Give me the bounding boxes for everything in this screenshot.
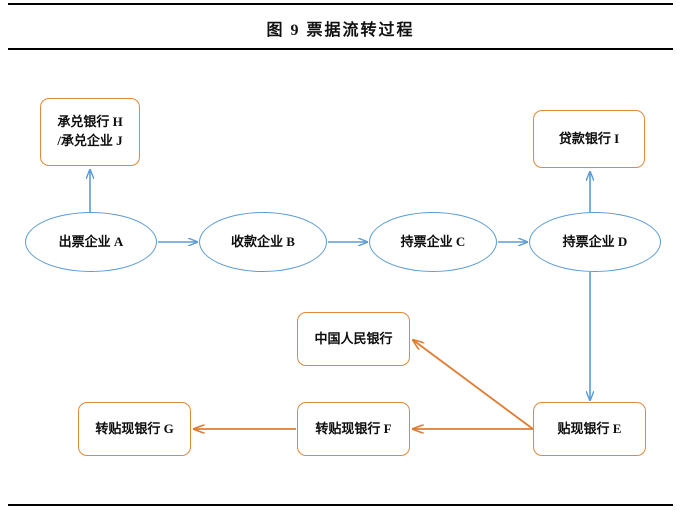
edge-e-to-pbc [413,340,534,430]
holder-enterprise-c-ellipse[interactable]: 持票企业 C [369,212,497,272]
acceptance-bank-box[interactable]: 承兑银行 H /承兑企业 J [40,98,140,166]
holder-enterprise-c-label: 持票企业 C [400,233,466,249]
title-divider-rule [8,48,673,50]
rediscount-bank-f-box[interactable]: 转贴现银行 F [297,402,410,456]
rediscount-bank-g-box[interactable]: 转贴现银行 G [78,402,191,456]
peoples-bank-of-china-label: 中国人民银行 [314,330,393,346]
loan-bank-label: 贷款银行 I [558,130,620,146]
acceptance-bank-label-line2: /承兑企业 J [57,133,123,148]
rediscount-bank-g-label: 转贴现银行 G [95,420,174,436]
discount-bank-e-label: 贴现银行 E [557,420,622,436]
discount-bank-e-box[interactable]: 贴现银行 E [533,402,646,456]
holder-enterprise-d-label: 持票企业 D [562,233,628,249]
bottom-rule [8,504,673,506]
figure-title: 图 9 票据流转过程 [266,22,415,39]
peoples-bank-of-china-box[interactable]: 中国人民银行 [297,312,410,366]
drawer-enterprise-ellipse[interactable]: 出票企业 A [25,212,157,272]
loan-bank-box[interactable]: 贷款银行 I [533,110,645,168]
holder-enterprise-d-ellipse[interactable]: 持票企业 D [529,212,661,272]
drawer-enterprise-label: 出票企业 A [58,233,124,249]
top-rule [8,3,673,5]
acceptance-bank-label-line1: 承兑银行 H [57,114,123,130]
diagram-canvas: 承兑银行 H /承兑企业 J 贷款银行 I 出票企业 A 收款企业 B 持票企业… [0,52,681,504]
connector-layer [0,52,681,504]
rediscount-bank-f-label: 转贴现银行 F [315,420,392,436]
payee-enterprise-label: 收款企业 B [231,233,295,249]
payee-enterprise-ellipse[interactable]: 收款企业 B [199,212,327,272]
